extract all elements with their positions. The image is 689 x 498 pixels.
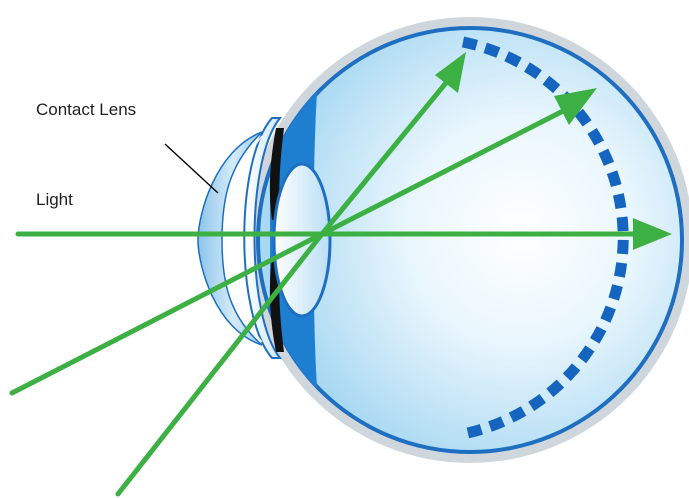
light-label: Light [36, 190, 73, 209]
contact-lens-label: Contact Lens [36, 100, 136, 119]
crystalline-lens [274, 164, 330, 316]
contact-lens-pointer [165, 144, 218, 193]
